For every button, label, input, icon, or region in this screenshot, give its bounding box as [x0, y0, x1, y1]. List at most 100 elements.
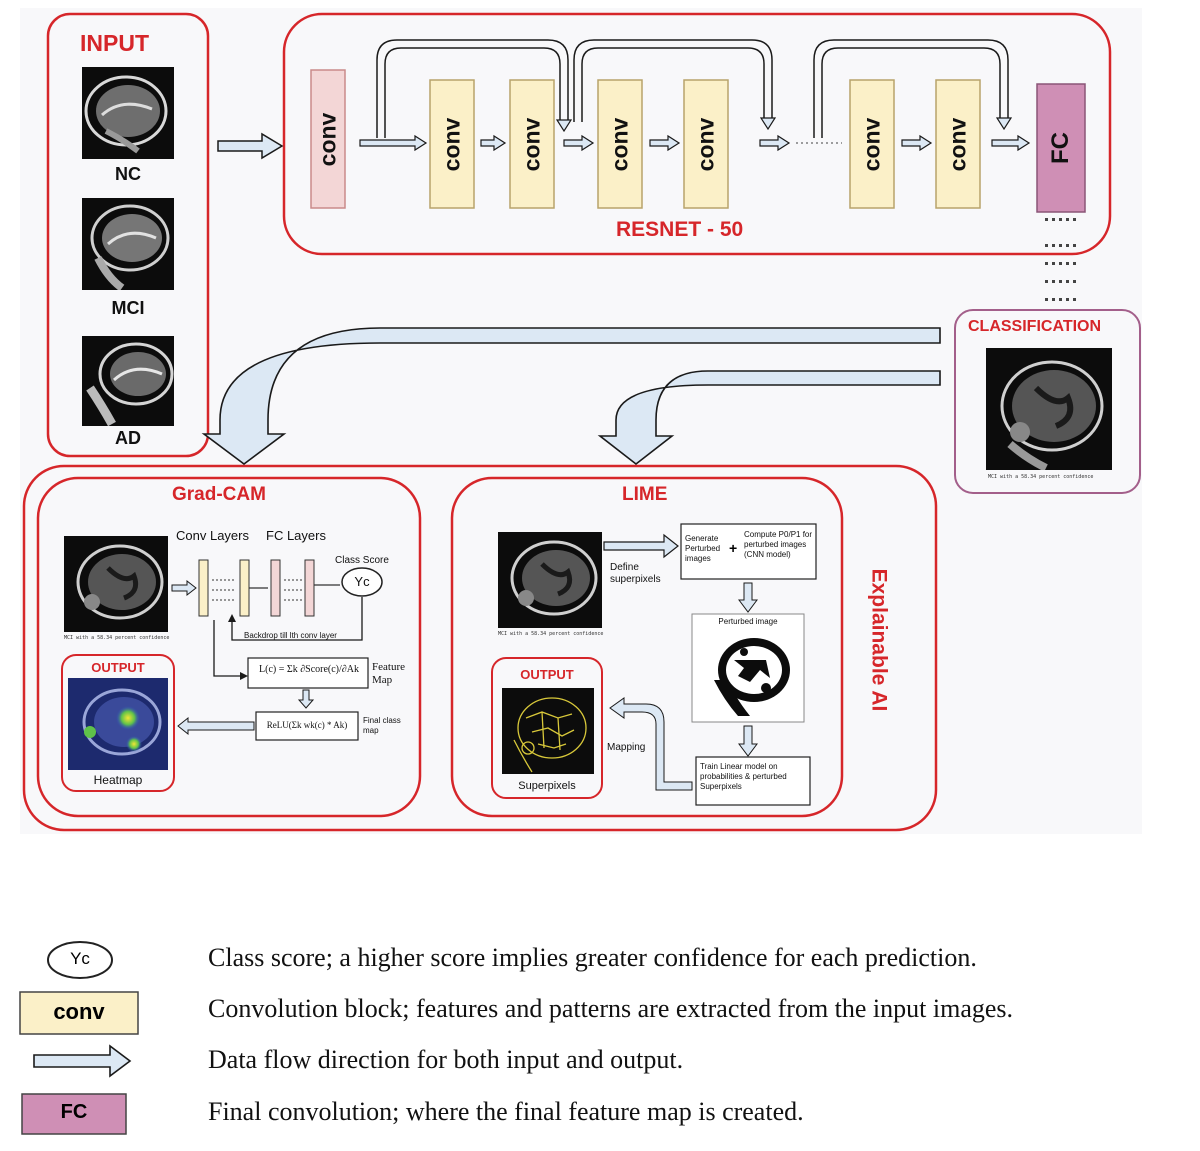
nc-label: NC	[115, 164, 141, 184]
skip-arrowhead	[555, 119, 573, 133]
conv-to-formula-line	[213, 620, 244, 677]
gradcam-input-caption: MCI with a 58.34 percent confidence	[64, 635, 170, 641]
conv-layers-label: Conv Layers	[176, 528, 249, 543]
nc-mri-image	[82, 67, 174, 159]
flow-arrow	[649, 134, 681, 152]
fc-block	[1036, 83, 1086, 213]
lime-title: LIME	[622, 484, 668, 505]
conv-label: conv	[858, 117, 885, 171]
fc-label: FC	[1047, 132, 1074, 164]
class-score-label: Class Score	[335, 555, 389, 566]
conv-flow-arrows	[359, 134, 1031, 152]
skip-connection	[813, 39, 1009, 138]
conv-label: conv	[518, 117, 545, 171]
first-conv-label: conv	[314, 112, 341, 166]
mci-label: MCI	[111, 298, 145, 318]
conv-block	[429, 79, 475, 209]
train-linear-model-text: Train Linear model on probabilities & pe…	[700, 762, 787, 791]
skip-connection	[573, 39, 773, 122]
legend-fc-text: FC	[60, 1101, 88, 1123]
generate-perturbed-text: Generate Perturbed images	[685, 534, 721, 563]
conv-block	[509, 79, 555, 209]
flow-arrow	[759, 134, 791, 152]
flow-arrow	[991, 134, 1031, 152]
lime-frame	[450, 476, 844, 818]
superpixels-image	[502, 688, 594, 774]
class-score-node	[341, 567, 383, 597]
mapping-arrow	[609, 697, 693, 791]
skip-arrowhead	[759, 117, 777, 131]
flow-arrow	[563, 134, 595, 152]
gradcam-input-mri	[64, 536, 168, 632]
compute-to-perturbed-arrow	[738, 582, 758, 613]
legend-final-convolution-description: Final convolution; where the final featu…	[208, 1097, 804, 1126]
backdrop-label: Backdrop till lth conv layer	[244, 631, 337, 640]
formula-text: L(c) = Σk ∂Score(c)/∂Ak	[259, 664, 359, 675]
ad-mri-image	[82, 336, 174, 426]
skip-arrowheads	[555, 117, 1013, 133]
skip-connection	[384, 47, 561, 138]
relu-text: ReLU(Σk wk(c) * Ak)	[266, 720, 348, 730]
legend-conv-icon	[19, 991, 139, 1035]
final-class-map-label: Final class map	[363, 716, 401, 735]
yc-label: Yc	[354, 574, 370, 589]
conv-block	[683, 79, 729, 209]
flow-arrow	[359, 134, 428, 152]
formula-to-relu-arrow	[297, 689, 315, 709]
conv-label: conv	[606, 117, 633, 171]
legend-data-flow-description: Data flow direction for both input and o…	[208, 1045, 684, 1074]
perturbed-image-label: Perturbed image	[718, 617, 778, 626]
relu-box	[255, 711, 359, 741]
resnet-title: RESNET - 50	[616, 218, 744, 241]
formula-arrowhead	[240, 672, 248, 680]
input-frame	[46, 12, 210, 458]
skip-connection	[821, 47, 1001, 138]
mci-mri-image	[82, 198, 174, 290]
legend-yc-text: Yc	[70, 949, 90, 968]
perturbed-image	[704, 630, 794, 718]
compute-p0p1-text: Compute P0/P1 for perturbed images (CNN …	[744, 530, 813, 559]
lime-input-arrow	[603, 533, 679, 559]
lime-output-title: OUTPUT	[520, 667, 574, 682]
first-conv-block	[310, 69, 346, 209]
gradcam-network	[198, 559, 340, 617]
gradcam-output-title: OUTPUT	[91, 660, 145, 675]
fc-layers-label: FC Layers	[266, 528, 326, 543]
legend-convolution-description: Convolution block; features and patterns…	[208, 994, 1014, 1023]
feature-map-label: Feature Map	[372, 661, 405, 686]
skip-connection	[376, 39, 569, 138]
classification-to-lime-arrow	[597, 370, 941, 466]
explainable-frame	[22, 464, 938, 832]
resnet-frame	[282, 12, 1112, 256]
legend-arrow-icon	[33, 1044, 132, 1078]
classification-caption: MCI with a 58.34 percent confidence	[988, 474, 1094, 480]
backdrop-path	[231, 597, 363, 641]
conv-label: conv	[692, 117, 719, 171]
skip-connection	[581, 47, 765, 122]
relu-to-heatmap-arrow	[177, 716, 255, 736]
lime-input-caption: MCI with a 58.34 percent confidence	[498, 631, 604, 637]
classification-frame	[954, 309, 1141, 494]
conv-label: conv	[438, 117, 465, 171]
fc-to-classification-dots	[1045, 218, 1076, 301]
input-title: INPUT	[80, 30, 149, 56]
legend-conv-text: conv	[53, 999, 105, 1024]
legend-yc-icon	[47, 941, 113, 979]
input-to-resnet-arrow	[217, 132, 284, 160]
classification-to-gradcam-arrow	[201, 327, 941, 465]
define-superpixels-label: Define superpixels	[610, 562, 661, 585]
classification-mri-image	[986, 348, 1112, 470]
lime-output-frame	[491, 657, 603, 799]
lime-input-mri	[498, 532, 602, 628]
superpixels-label: Superpixels	[518, 780, 576, 792]
gradcam-input-arrow	[171, 579, 197, 597]
conv-block	[935, 79, 981, 209]
gradcam-output-frame	[61, 654, 175, 792]
skip-arrowhead	[995, 117, 1013, 131]
mapping-label: Mapping	[607, 742, 646, 753]
train-model-box	[695, 756, 811, 806]
gradcam-frame	[36, 476, 422, 818]
gradcam-title: Grad-CAM	[172, 484, 266, 505]
plus-sign: +	[729, 540, 738, 556]
backdrop-arrowhead	[228, 614, 236, 622]
